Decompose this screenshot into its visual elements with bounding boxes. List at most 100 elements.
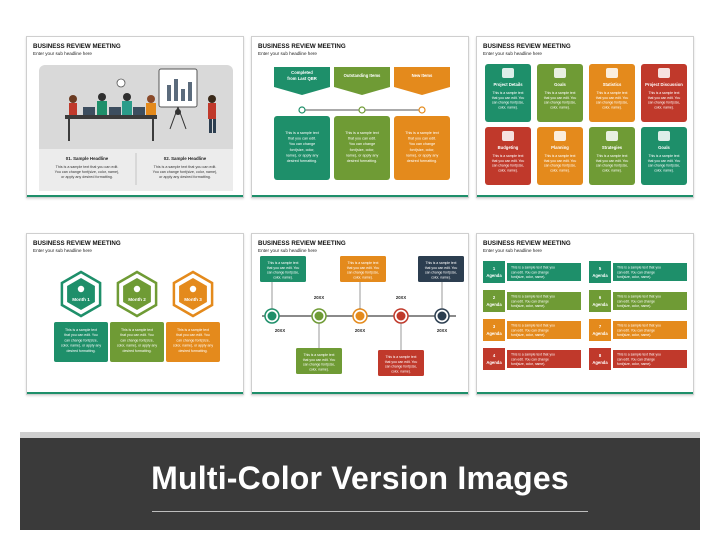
column-header-label: New Items bbox=[412, 73, 433, 78]
card bbox=[641, 64, 687, 122]
month-label: Month 3 bbox=[184, 297, 202, 302]
slide-thumbnail-6[interactable]: BUSINESS REVIEW MEETING Enter your sub h… bbox=[476, 233, 694, 395]
agenda-number: 3 bbox=[493, 324, 496, 329]
banner-underline bbox=[152, 511, 588, 512]
agenda-label: Agenda bbox=[486, 273, 502, 278]
column-card bbox=[394, 116, 450, 180]
month-text-line: that you can edit. You bbox=[64, 333, 98, 337]
card-label: Goals bbox=[658, 145, 670, 150]
slide-subtitle: Enter your sub headline here bbox=[258, 248, 317, 253]
month-hexagon-outline bbox=[60, 270, 102, 318]
slide-thumbnail-4[interactable]: BUSINESS REVIEW MEETING Enter your sub h… bbox=[26, 233, 244, 395]
card-label: Strategies bbox=[602, 145, 623, 150]
headline-2-text-line: You can change font(size, color, name), bbox=[153, 170, 218, 174]
headline-2-text-line: This is a sample text that you can edit. bbox=[154, 165, 217, 169]
card-text-line: This is a sample text bbox=[545, 154, 576, 158]
month-hexagon bbox=[123, 278, 151, 310]
month-text-line: color, name), or apply any bbox=[117, 344, 158, 348]
timeline-bottom-text-line: This is a sample text bbox=[304, 353, 335, 357]
column-text-line: name), or apply any bbox=[346, 153, 379, 157]
slide-subtitle: Enter your sub headline here bbox=[33, 51, 92, 56]
column-text-line: This is a sample text bbox=[285, 131, 319, 135]
slide-thumbnail-2[interactable]: BUSINESS REVIEW MEETING Enter your sub h… bbox=[251, 36, 469, 198]
card-label: Project Discussion bbox=[645, 82, 683, 87]
month-icon bbox=[77, 285, 85, 293]
slide-thumbnail-1[interactable]: BUSINESS REVIEW MEETING Enter your sub h… bbox=[26, 36, 244, 198]
agenda-badge bbox=[483, 319, 505, 341]
timeline-top-text-line: can change font(size, bbox=[267, 271, 299, 275]
card-label: Project Details bbox=[493, 82, 523, 87]
timeline-top-text-line: that you can edit. You bbox=[267, 266, 300, 270]
slide-thumbnail-3[interactable]: BUSINESS REVIEW MEETING Enter your sub h… bbox=[476, 36, 694, 198]
agenda-number: 5 bbox=[599, 266, 602, 271]
agenda-text-box bbox=[507, 321, 581, 339]
timeline-year-label: 20XX bbox=[275, 328, 285, 333]
column-text-line: desired formatting. bbox=[347, 159, 378, 163]
agenda-text-line: font(size, color, name). bbox=[617, 333, 651, 337]
column-header-label: from Last QBR bbox=[287, 76, 317, 81]
month-hexagon-outline bbox=[172, 270, 214, 318]
timeline-top-text-line: This is a sample text bbox=[268, 261, 299, 265]
agenda-text-line: can edit. You can change bbox=[617, 299, 655, 303]
agenda-number: 7 bbox=[599, 324, 602, 329]
slide-subtitle: Enter your sub headline here bbox=[33, 248, 92, 253]
month-label: Month 2 bbox=[128, 297, 146, 302]
month-text-line: can change font(size, bbox=[64, 338, 97, 342]
month-text-line: that you can edit. You bbox=[176, 333, 210, 337]
month-icon bbox=[133, 285, 141, 293]
timeline-node bbox=[267, 311, 277, 321]
column-text-line: that you can edit. bbox=[288, 137, 316, 141]
card-icon bbox=[658, 68, 670, 78]
timeline-top-card bbox=[340, 256, 386, 282]
agenda-text-box bbox=[613, 263, 687, 281]
agenda-number: 2 bbox=[493, 295, 496, 300]
column-card bbox=[274, 116, 330, 180]
card-text-line: This is a sample text bbox=[597, 154, 628, 158]
slide-title: BUSINESS REVIEW MEETING bbox=[258, 240, 346, 247]
slide-title: BUSINESS REVIEW MEETING bbox=[33, 43, 121, 50]
agenda-number: 4 bbox=[493, 353, 496, 358]
month-label: Month 1 bbox=[72, 297, 90, 302]
timeline-node bbox=[355, 311, 365, 321]
agenda-text-line: This is a sample text that you bbox=[617, 266, 661, 270]
month-text-line: desired formatting. bbox=[67, 349, 96, 353]
connector-dot bbox=[418, 106, 426, 114]
month-text-line: desired formatting. bbox=[123, 349, 152, 353]
agenda-number: 6 bbox=[599, 295, 602, 300]
timeline-top-text-line: This is a sample text bbox=[426, 261, 457, 265]
slide-thumbnail-5[interactable]: BUSINESS REVIEW MEETING Enter your sub h… bbox=[251, 233, 469, 395]
timeline-bottom-text-line: This is a sample text bbox=[386, 355, 417, 359]
column-header-label: Outstanding Items bbox=[344, 73, 381, 78]
agenda-text-box bbox=[613, 292, 687, 310]
card-text-line: can change font(size, bbox=[596, 101, 628, 105]
agenda-badge bbox=[483, 348, 505, 370]
agenda-number: 1 bbox=[493, 266, 496, 271]
agenda-text-line: can edit. You can change bbox=[511, 299, 549, 303]
headline-2-text-line: or apply any desired formatting. bbox=[159, 175, 211, 179]
card-icon bbox=[502, 131, 514, 141]
agenda-text-line: This is a sample text that you bbox=[511, 353, 555, 357]
agenda-text-box bbox=[613, 321, 687, 339]
card bbox=[485, 127, 531, 185]
agenda-text-line: can edit. You can change bbox=[617, 270, 655, 274]
agenda-badge bbox=[589, 319, 611, 341]
month-hexagon bbox=[67, 278, 95, 310]
month-hexagon-outline bbox=[116, 270, 158, 318]
card-text-line: color, name). bbox=[602, 168, 622, 172]
column-header bbox=[274, 67, 330, 95]
card-text-line: can change font(size, bbox=[648, 164, 680, 168]
agenda-text-line: This is a sample text that you bbox=[617, 324, 661, 328]
month-text-line: This is a sample text bbox=[121, 328, 153, 332]
card-icon bbox=[554, 131, 566, 141]
agenda-label: Agenda bbox=[592, 331, 608, 336]
meeting-illustration: 01. Sample Headline This is a sample tex… bbox=[39, 65, 233, 191]
slide-title: BUSINESS REVIEW MEETING bbox=[33, 240, 121, 247]
column-header bbox=[394, 67, 450, 95]
timeline-bottom-card bbox=[296, 348, 342, 374]
card-text-line: can change font(size, bbox=[492, 101, 524, 105]
month-card bbox=[54, 322, 108, 362]
agenda-text-line: This is a sample text that you bbox=[617, 353, 661, 357]
column-text-line: desired formatting. bbox=[407, 159, 438, 163]
connector-dot bbox=[298, 106, 306, 114]
